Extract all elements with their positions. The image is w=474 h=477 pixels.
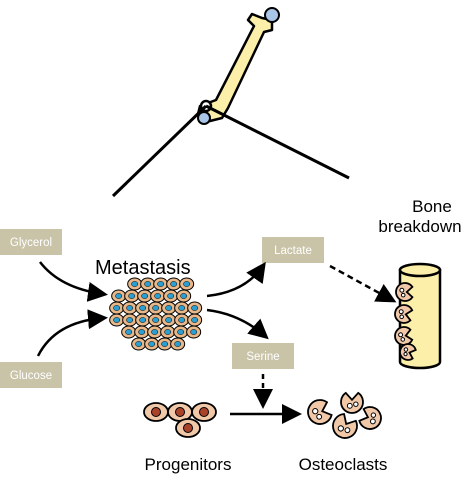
lactate-box: Lactate [262, 237, 324, 263]
tumor-cell [157, 337, 173, 351]
tumor-cell [127, 277, 143, 291]
bone-cylinder [394, 262, 442, 370]
osteoclast-cells [307, 391, 382, 439]
tumor-cell [144, 337, 160, 351]
tumor-cell [148, 313, 164, 327]
tumor-cell [174, 301, 190, 315]
tumor-cell [135, 313, 151, 327]
tumor-cell [161, 301, 177, 315]
progenitor-cells [143, 402, 217, 438]
bone-label: Bone [412, 197, 452, 216]
glucose-label: Glucose [10, 370, 52, 382]
tumor-cell [170, 337, 186, 351]
tumor-cell [187, 301, 203, 315]
arrow-glucose-to-metastasis [36, 309, 108, 357]
tumor-cell [176, 289, 192, 303]
tumor-cell [174, 313, 190, 327]
tumor-cell [137, 289, 153, 303]
osteoclast-cell [399, 343, 417, 361]
osteoclast-cell [340, 391, 364, 414]
tumor-cell [122, 301, 138, 315]
tumor-cell [161, 313, 177, 327]
arrow-metastasis-to-lactate [206, 261, 266, 298]
tumor-cell [109, 313, 125, 327]
osteoclast-cell [332, 413, 358, 439]
tumor-cell [166, 277, 182, 291]
arrow-metastasis-to-serine [206, 308, 269, 340]
metastasis-label: Metastasis [95, 257, 191, 279]
tumor-cell [153, 277, 169, 291]
tumor-cell [135, 301, 151, 315]
tumor-cell [134, 325, 150, 339]
osteoclast-cell [394, 326, 414, 346]
tumor-cell [160, 325, 176, 339]
tumor-cell [122, 313, 138, 327]
progenitor-cell [175, 418, 201, 438]
tumor-cell [179, 277, 195, 291]
tumor-cell [111, 289, 127, 303]
serine-box: Serine [232, 343, 294, 369]
tumor-cell [163, 289, 179, 303]
tumor-cell [131, 337, 147, 351]
tumor-cell [109, 301, 125, 315]
tumor-cell [124, 289, 140, 303]
glucose-box: Glucose [0, 362, 62, 388]
osteoclast-cell [395, 282, 414, 302]
glycerol-box: Glycerol [0, 229, 62, 255]
progenitor-cell [191, 402, 217, 422]
arrow-lactate-to-bone [329, 264, 397, 303]
tumor-cell [148, 301, 164, 315]
lactate-label: Lactate [274, 245, 312, 257]
tumor-cell [147, 325, 163, 339]
serine-label: Serine [246, 351, 279, 363]
tumor-cell [121, 325, 137, 339]
osteoclast-cell [358, 406, 382, 430]
osteoclast-cell [394, 304, 414, 324]
breakdown-label: breakdown [378, 217, 461, 236]
glycerol-label: Glycerol [10, 237, 52, 249]
tumor-cell [150, 289, 166, 303]
tumor-cell [186, 325, 202, 339]
osteoclast-cell [307, 399, 333, 425]
progenitor-cell [143, 402, 169, 422]
femur-illustration [111, 7, 350, 198]
arrow-glycerol-to-metastasis [39, 261, 108, 302]
tumor-cell-cluster [109, 277, 203, 351]
tumor-cell [140, 277, 156, 291]
progenitors-label: Progenitors [145, 455, 232, 474]
tumor-cell [173, 325, 189, 339]
tumor-cell [187, 313, 203, 327]
osteoclasts-label: Osteoclasts [299, 455, 388, 474]
